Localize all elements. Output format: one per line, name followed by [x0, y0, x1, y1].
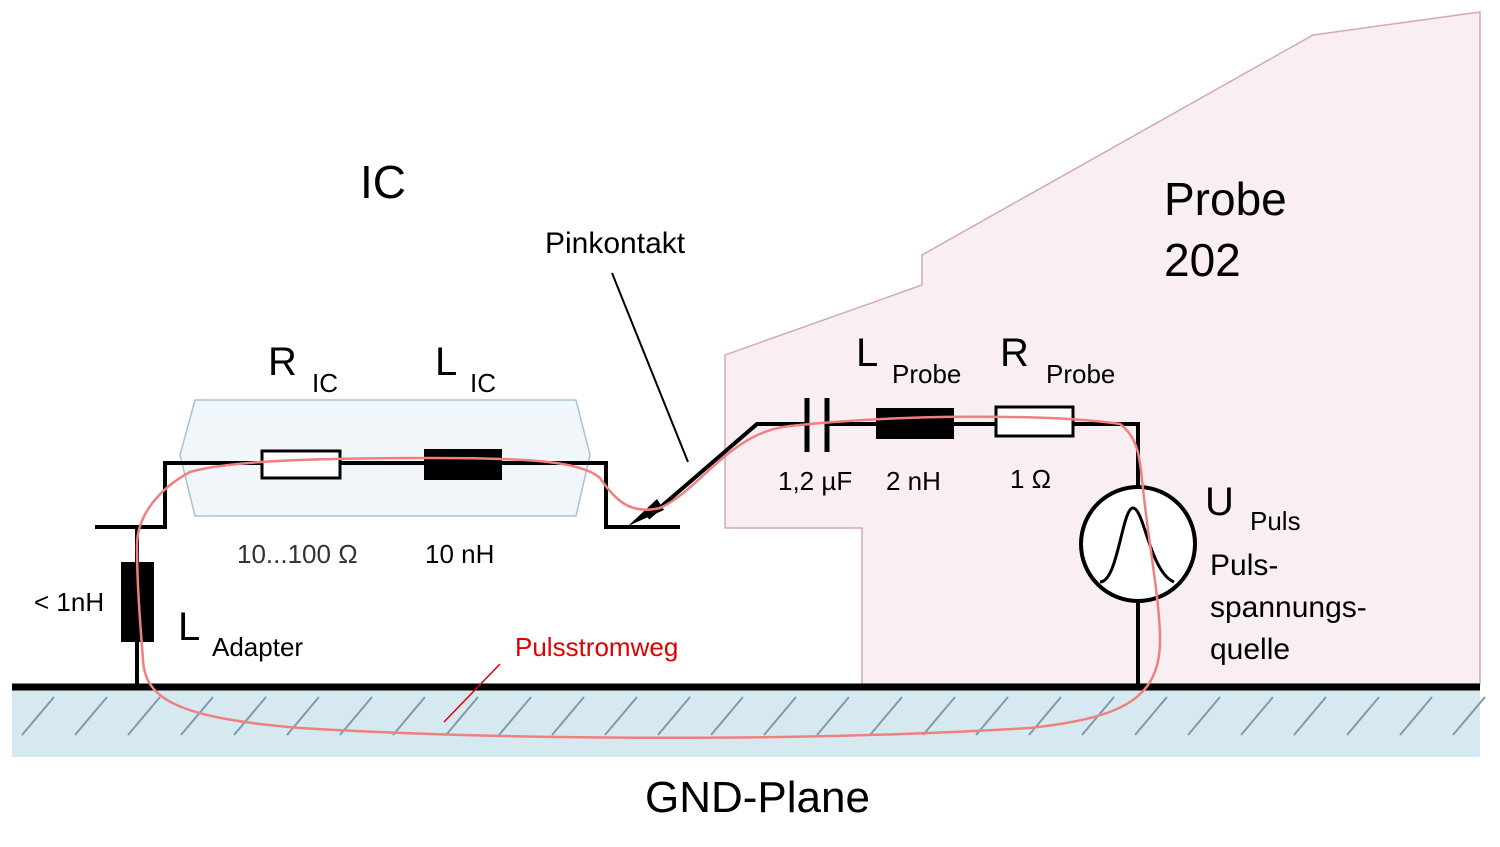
gnd-hatch-line [498, 696, 532, 736]
upuls-symbol: U [1205, 480, 1234, 524]
resistor-ric [260, 449, 342, 480]
gnd-hatch-line [1240, 696, 1274, 736]
gnd-hatch-line [816, 696, 850, 736]
gnd-plane [12, 683, 1486, 757]
lprobe-value: 2 nH [886, 466, 941, 496]
lprobe-subscript: Probe [892, 359, 961, 389]
probe-label-line1: Probe [1164, 173, 1287, 225]
gnd-hatch-line [657, 696, 691, 736]
gnd-hatch-line [1134, 696, 1168, 736]
ric-subscript: IC [312, 368, 338, 398]
ic-label: IC [360, 156, 406, 208]
gnd-hatch-line [339, 696, 373, 736]
gnd-hatch-line [286, 696, 320, 736]
gnd-hatch [21, 696, 1486, 736]
gnd-hatch-line [21, 696, 55, 736]
ric-symbol: R [268, 340, 297, 384]
pulsstromweg-label: Pulsstromweg [515, 632, 678, 662]
ric-value: 10...100 Ω [237, 539, 358, 569]
probe-wire-left [646, 422, 807, 520]
gnd-hatch-line [180, 696, 214, 736]
rprobe-value: 1 Ω [1010, 464, 1051, 494]
gnd-hatch-line [1399, 696, 1433, 736]
gnd-hatch-line [1452, 696, 1486, 736]
source-label-line3: quelle [1210, 633, 1290, 666]
gnd-hatch-line [975, 696, 1009, 736]
inductor-lprobe [876, 408, 954, 439]
gnd-plane-label: GND-Plane [645, 773, 870, 822]
gnd-hatch-line [392, 696, 426, 736]
lic-value: 10 nH [425, 539, 494, 569]
probe-label-line2: 202 [1164, 234, 1241, 286]
pinkontakt-label: Pinkontakt [545, 227, 686, 260]
upuls-subscript: Puls [1250, 506, 1301, 536]
ic-wire [95, 461, 262, 529]
gnd-hatch-line [710, 696, 744, 736]
gnd-hatch-line [127, 696, 161, 736]
rprobe-subscript: Probe [1046, 359, 1115, 389]
gnd-hatch-line [74, 696, 108, 736]
pulse-waveform-icon [1099, 506, 1175, 584]
gnd-hatch-line [922, 696, 956, 736]
pulse-source [1079, 485, 1197, 603]
gnd-hatch-line [1293, 696, 1327, 736]
resistor-rprobe [994, 405, 1075, 438]
gnd-hatch-line [233, 696, 267, 736]
gnd-hatch-line [1187, 696, 1221, 736]
pinkontakt-arrow-icon [628, 499, 664, 526]
probe-wire-r [1073, 422, 1140, 486]
lic-symbol: L [435, 340, 457, 384]
ladapter-value: < 1nH [34, 587, 104, 617]
gnd-hatch-line [763, 696, 797, 736]
ladapter-subscript: Adapter [212, 632, 303, 662]
lic-subscript: IC [470, 368, 496, 398]
current-path-leader [443, 663, 501, 723]
gnd-hatch-line [445, 696, 479, 736]
lprobe-symbol: L [856, 331, 878, 375]
source-label-line2: spannungs- [1210, 591, 1367, 624]
rprobe-symbol: R [1000, 331, 1029, 375]
pinkontakt-leader [611, 272, 689, 463]
capacitor-value: 1,2 µF [778, 466, 852, 496]
inductor-lic [424, 449, 502, 480]
source-label-line1: Puls- [1210, 549, 1278, 582]
gnd-hatch-line [604, 696, 638, 736]
gnd-hatch-line [551, 696, 585, 736]
gnd-hatch-line [869, 696, 903, 736]
ladapter-symbol: L [178, 605, 200, 649]
current-path [135, 415, 1162, 740]
probe-body [724, 11, 1481, 685]
gnd-hatch-line [1346, 696, 1380, 736]
